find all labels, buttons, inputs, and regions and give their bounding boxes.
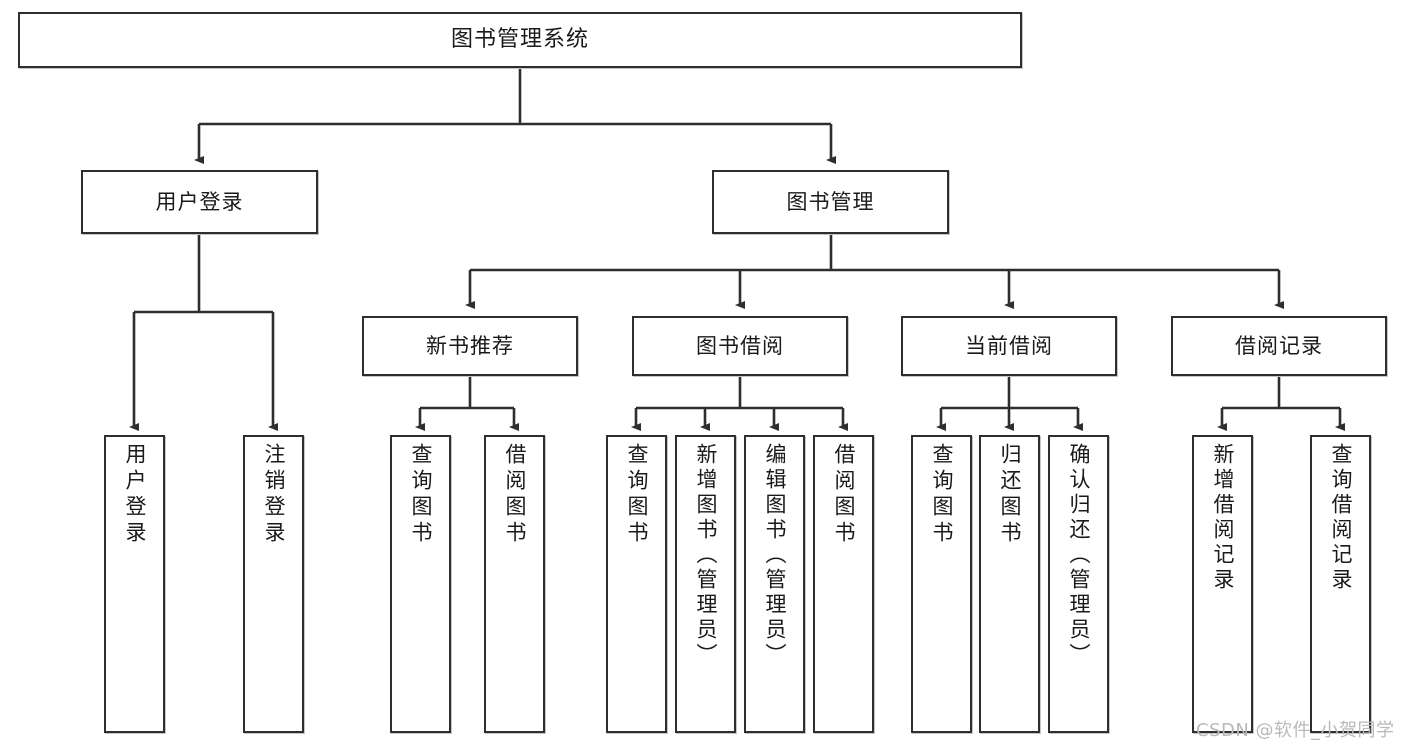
node-leaf-query-book-borrow-label: 查询图书 — [625, 443, 649, 547]
node-leaf-add-borrow-record[interactable]: 新增借阅记录 — [1192, 435, 1253, 733]
node-leaf-query-book-recommend-label: 查询图书 — [409, 443, 433, 547]
node-book-management[interactable]: 图书管理 — [712, 170, 949, 234]
node-root-label: 图书管理系统 — [450, 27, 589, 53]
node-leaf-query-borrow-record-label: 查询借阅记录 — [1329, 443, 1353, 593]
node-current-borrow-label: 当前借阅 — [965, 333, 1053, 358]
node-root[interactable]: 图书管理系统 — [18, 12, 1022, 68]
node-leaf-return-book[interactable]: 归还图书 — [979, 435, 1040, 733]
node-leaf-borrow-book-label: 借阅图书 — [832, 443, 856, 547]
node-leaf-confirm-return-admin-label: 确认归还（管理员） — [1067, 443, 1091, 668]
node-current-borrow[interactable]: 当前借阅 — [901, 316, 1117, 376]
node-leaf-edit-book-admin-label: 编辑图书（管理员） — [763, 443, 787, 668]
node-leaf-return-book-label: 归还图书 — [998, 443, 1022, 547]
node-leaf-query-book-current[interactable]: 查询图书 — [911, 435, 972, 733]
node-leaf-borrow-book-recommend-label: 借阅图书 — [503, 443, 527, 547]
node-leaf-add-book-admin[interactable]: 新增图书（管理员） — [675, 435, 736, 733]
node-new-book-recommend-label: 新书推荐 — [426, 333, 514, 358]
node-leaf-logout[interactable]: 注销登录 — [243, 435, 304, 733]
node-leaf-add-book-admin-label: 新增图书（管理员） — [694, 443, 718, 668]
node-leaf-borrow-book[interactable]: 借阅图书 — [813, 435, 874, 733]
node-borrow-record[interactable]: 借阅记录 — [1171, 316, 1387, 376]
node-leaf-query-borrow-record[interactable]: 查询借阅记录 — [1310, 435, 1371, 733]
node-user-login-label: 用户登录 — [155, 189, 244, 214]
node-leaf-user-login-label: 用户登录 — [123, 443, 147, 547]
csdn-watermark: CSDN @软件_小贺同学 — [1196, 720, 1395, 741]
node-book-borrow-label: 图书借阅 — [696, 333, 784, 358]
node-leaf-add-borrow-record-label: 新增借阅记录 — [1211, 443, 1235, 593]
node-leaf-borrow-book-recommend[interactable]: 借阅图书 — [484, 435, 545, 733]
node-leaf-confirm-return-admin[interactable]: 确认归还（管理员） — [1048, 435, 1109, 733]
node-leaf-query-book-borrow[interactable]: 查询图书 — [606, 435, 667, 733]
node-leaf-user-login[interactable]: 用户登录 — [104, 435, 165, 733]
node-leaf-query-book-recommend[interactable]: 查询图书 — [390, 435, 451, 733]
node-book-management-label: 图书管理 — [786, 189, 875, 214]
node-leaf-query-book-current-label: 查询图书 — [930, 443, 954, 547]
node-new-book-recommend[interactable]: 新书推荐 — [362, 316, 578, 376]
node-book-borrow[interactable]: 图书借阅 — [632, 316, 848, 376]
node-leaf-edit-book-admin[interactable]: 编辑图书（管理员） — [744, 435, 805, 733]
node-leaf-logout-label: 注销登录 — [262, 443, 286, 547]
node-borrow-record-label: 借阅记录 — [1235, 333, 1323, 358]
node-user-login[interactable]: 用户登录 — [81, 170, 318, 234]
